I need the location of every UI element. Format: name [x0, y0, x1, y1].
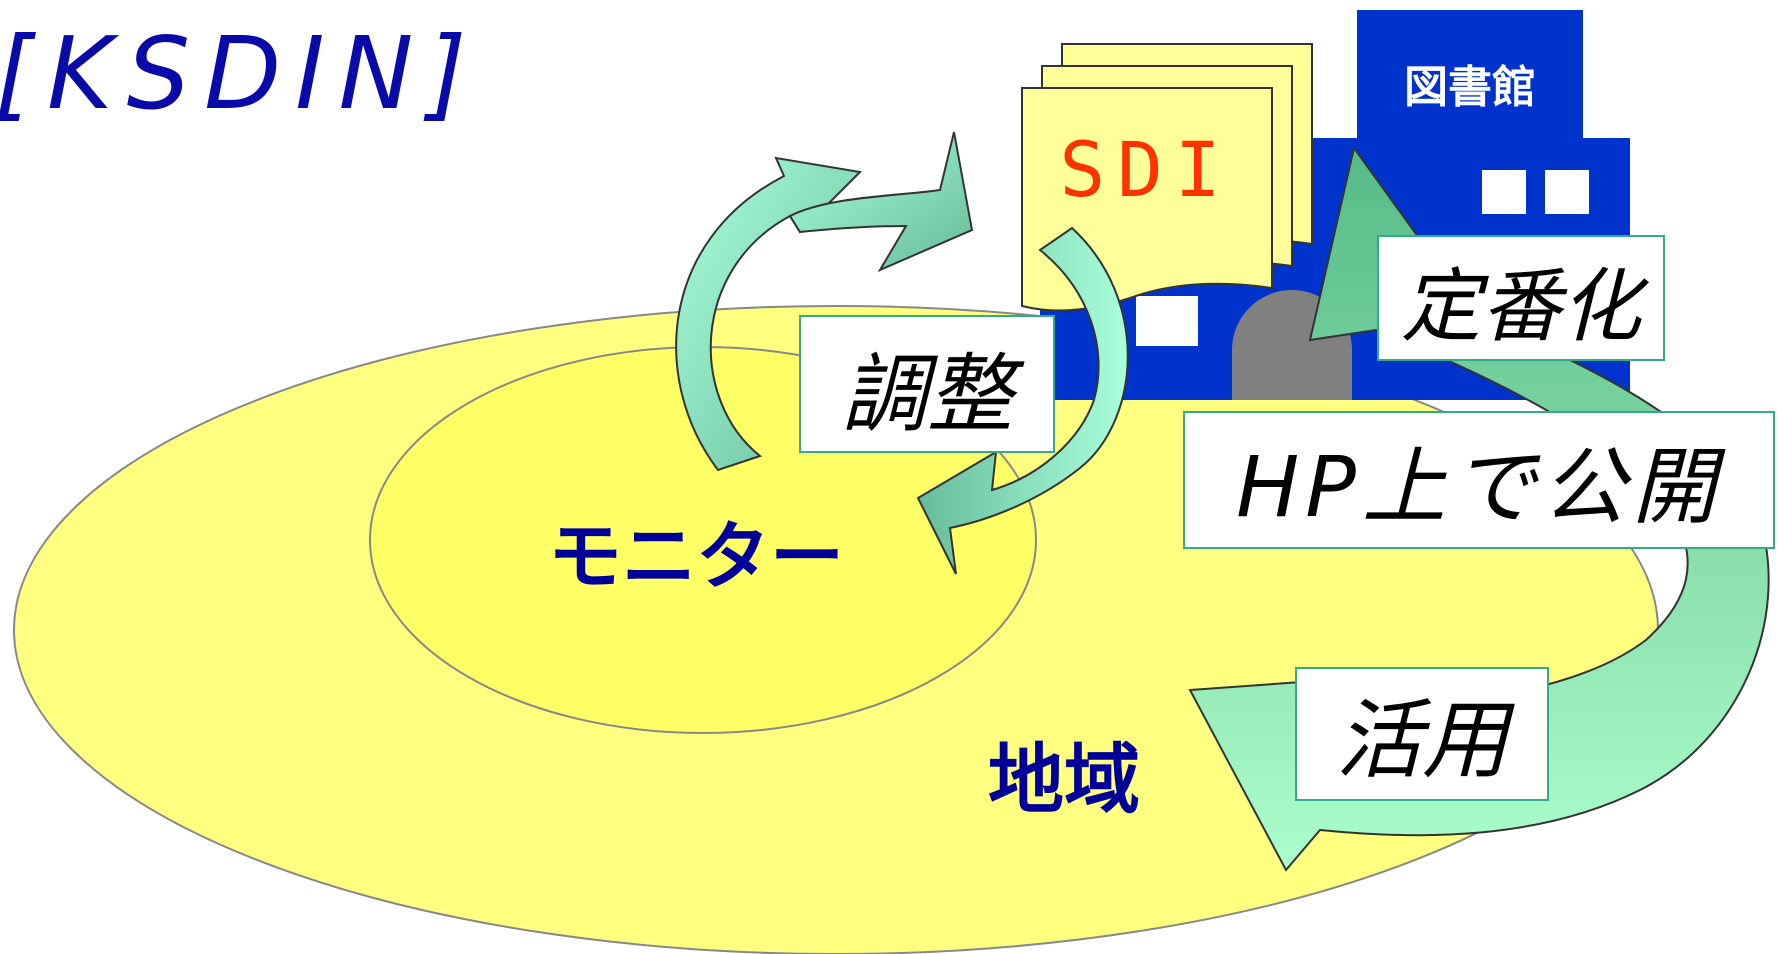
step-standardize: 定番化: [1377, 235, 1665, 361]
step-publish-label: HP上で公開: [1236, 438, 1726, 536]
step-utilize-label: 活用: [1336, 691, 1515, 791]
library-window: [1136, 296, 1198, 346]
step-standardize-box: [1377, 235, 1665, 361]
step-adjust-box: [799, 315, 1055, 453]
region-inner-label: モニター: [548, 514, 844, 600]
step-publish-box: [1183, 411, 1775, 549]
step-adjust: 調整: [799, 315, 1055, 453]
library-label: 図書館: [1404, 62, 1536, 113]
region-outer-label: 地域: [988, 735, 1140, 824]
step-utilize: 活用: [1295, 667, 1549, 801]
title-text: [KSDIN]: [0, 15, 480, 132]
step-standardize-label: 定番化: [1401, 260, 1650, 353]
adjust-arrow-up: [675, 156, 863, 472]
adjust-arrow-head: [788, 131, 974, 273]
adjust-arrow-down: [916, 226, 1129, 575]
sdi-document-stack: SDI: [1021, 43, 1313, 312]
library-window: [1545, 170, 1589, 214]
library-window: [1482, 170, 1526, 214]
sdi-label: SDI: [1059, 125, 1232, 214]
step-publish: HP上で公開: [1183, 411, 1775, 549]
step-adjust-label: 調整: [841, 345, 1025, 445]
step-utilize-box: [1295, 667, 1549, 801]
